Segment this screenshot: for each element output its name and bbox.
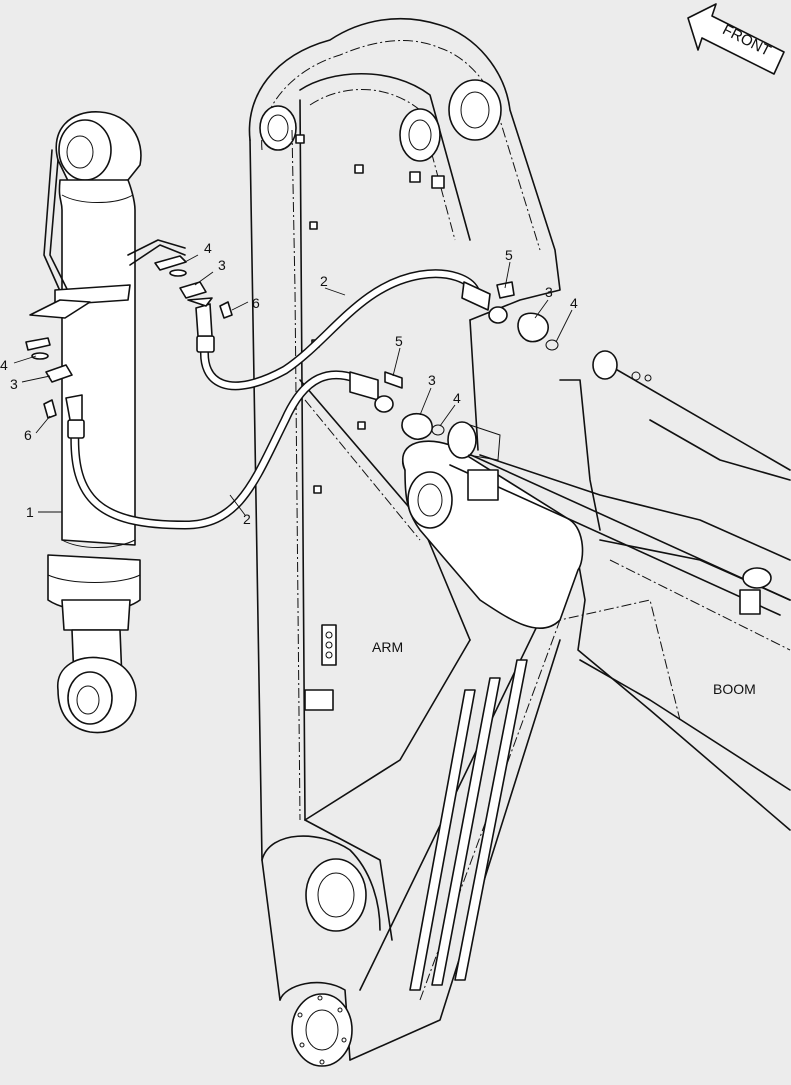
- callout-labels: 1 2 2 4 3 6 4 3 6 5 3 4 5 3 4: [0, 240, 578, 527]
- callout-4-left-lower: 4: [0, 357, 8, 373]
- callout-3-left-lower: 3: [10, 376, 18, 392]
- hydraulic-cylinder: [29, 111, 186, 734]
- leader-lines: [13, 254, 573, 516]
- front-arrow-icon: FRONT: [687, 3, 785, 75]
- callout-6-left-lower: 6: [24, 427, 32, 443]
- callout-4-left-upper: 4: [204, 240, 212, 256]
- small-parts: [25, 255, 559, 461]
- callout-5-right-lower: 5: [395, 333, 403, 349]
- boom-structure: [349, 350, 791, 1061]
- callout-2-upper: 2: [320, 273, 328, 289]
- region-boom-label: BOOM: [713, 681, 756, 697]
- arm-structure: [248, 17, 561, 1067]
- hose-lower: [70, 370, 365, 530]
- callout-4-right-lower: 4: [453, 390, 461, 406]
- region-arm-label: ARM: [372, 639, 403, 655]
- hose-fittings: [65, 281, 491, 439]
- callout-3-right-upper: 3: [545, 284, 553, 300]
- callout-5-right-upper: 5: [505, 247, 513, 263]
- callout-4-right-upper: 4: [570, 295, 578, 311]
- callout-3-left-upper: 3: [218, 257, 226, 273]
- hose-upper: [199, 269, 480, 391]
- callout-2-lower: 2: [243, 511, 251, 527]
- callout-6-left-upper: 6: [252, 295, 260, 311]
- callout-3-right-lower: 3: [428, 372, 436, 388]
- callout-1: 1: [26, 504, 34, 520]
